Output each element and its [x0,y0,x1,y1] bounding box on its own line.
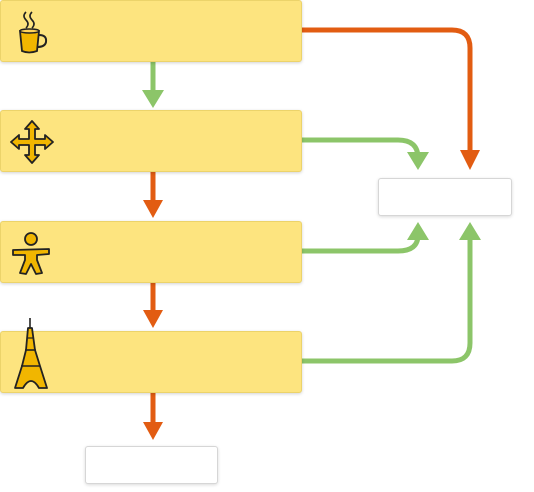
node-tower[interactable] [0,318,302,393]
arrow-move-to-right-box [302,137,429,170]
node-coffee-label [63,1,293,61]
arrow-person-to-right-box [302,222,429,254]
arrow-coffee-to-move [142,62,164,108]
move-arrows-icon [9,119,55,165]
eiffel-tower-icon [9,316,55,390]
node-tower-label [63,332,293,392]
arrow-coffee-to-right-box [302,27,480,170]
arrow-tower-to-bottom-box [143,393,163,440]
node-move[interactable] [0,110,302,172]
arrow-move-to-person [143,172,163,218]
arrow-person-to-tower [143,283,163,328]
node-person-label [63,222,293,282]
arrow-tower-to-right-box [302,222,481,364]
node-move-label [63,111,293,171]
outcome-box-right[interactable] [378,178,512,216]
person-icon [9,230,55,276]
outcome-box-bottom[interactable] [85,446,218,484]
coffee-cup-icon [9,9,55,55]
node-person[interactable] [0,221,302,283]
node-coffee[interactable] [0,0,302,62]
